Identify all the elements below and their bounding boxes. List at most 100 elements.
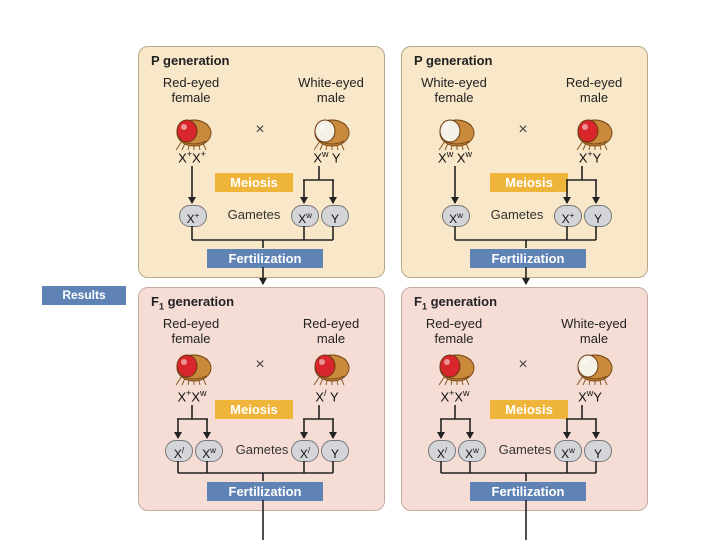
genotype-letter: Y: [328, 150, 341, 166]
label-line: male: [316, 90, 346, 105]
allele-superscript: +: [186, 149, 192, 159]
gamete-chromosome: X: [436, 447, 445, 461]
fertilization-label: Fertilization: [470, 482, 586, 501]
gamete-chromosome: X: [449, 212, 458, 226]
gamete-chromosome: X: [561, 447, 570, 461]
gamete-chromosome: X: [465, 447, 474, 461]
genotype-letter: X: [578, 389, 587, 405]
genotype-left: X+Xw: [425, 388, 485, 404]
panel-title: P generation: [414, 53, 493, 68]
fly-red-eyed: [168, 111, 214, 151]
arrowhead: [451, 197, 459, 204]
genotype-letter: X: [578, 150, 588, 166]
genotype-letter: X: [438, 150, 447, 166]
gamete-allele: /: [181, 446, 185, 455]
label-line: male: [579, 331, 609, 346]
arrowhead: [466, 432, 474, 439]
gamete-allele: +: [569, 211, 575, 220]
fly-red-eyed: [569, 111, 615, 151]
genotype-letter: X: [453, 150, 466, 166]
allele-superscript: w: [322, 149, 329, 159]
gamete-right: Xw: [554, 440, 582, 462]
title-subscript: 1: [421, 301, 427, 312]
fly-red-eyed: [431, 346, 477, 386]
genotype-left: X+Xw: [162, 388, 222, 404]
gamete-chromosome: Y: [593, 447, 602, 461]
genotype-letter: X: [192, 150, 201, 166]
genotype-letter: X: [178, 150, 187, 166]
title-text: F: [151, 294, 159, 309]
title-rest: generation: [163, 294, 235, 309]
label-line: Red-eyed: [565, 75, 623, 90]
gamete-right: X/: [291, 440, 319, 462]
allele-superscript: +: [587, 149, 593, 159]
gamete-allele: w: [210, 446, 216, 455]
cross-symbol: ×: [518, 121, 528, 138]
arrowhead: [203, 432, 211, 439]
label-line: male: [316, 331, 346, 346]
label-line: male: [579, 90, 609, 105]
label-line: Red-eyed: [162, 75, 220, 90]
gamete-right: Y: [321, 205, 349, 227]
genotype-right: XwY: [560, 388, 620, 404]
genotype-left: Xw Xw: [425, 149, 485, 165]
genotype-letter: X: [315, 389, 325, 405]
label-line: White-eyed: [561, 316, 627, 331]
gamete-chromosome: Y: [330, 447, 339, 461]
gamete-chromosome: X: [186, 212, 195, 226]
arrowhead: [174, 432, 182, 439]
allele-superscript: +: [200, 149, 206, 159]
gamete-right: X+: [554, 205, 582, 227]
gamete-right: Y: [584, 440, 612, 462]
gamete-right: Y: [321, 440, 349, 462]
genotype-letter: Y: [326, 389, 339, 405]
cross-symbol: ×: [255, 121, 265, 138]
gamete-chromosome: Y: [330, 212, 339, 226]
allele-superscript: w: [446, 149, 454, 159]
label-line: female: [434, 90, 474, 105]
gamete-left: X/: [165, 440, 193, 462]
label-line: female: [171, 331, 211, 346]
gamete-chromosome: X: [173, 447, 182, 461]
arrowhead: [437, 432, 445, 439]
results-label: Results: [42, 286, 126, 305]
gamete-right: Y: [584, 205, 612, 227]
gamete-left: Xw: [442, 205, 470, 227]
fly-white-eyed: [306, 111, 352, 151]
panel-title: P generation: [151, 53, 230, 68]
arrowhead: [522, 278, 530, 285]
meiosis-label: Meiosis: [490, 173, 568, 192]
fly-red-eyed: [168, 346, 214, 386]
meiosis-label: Meiosis: [215, 173, 293, 192]
arrowhead: [563, 197, 571, 204]
gamete-allele: w: [306, 211, 312, 220]
fertilization-label: Fertilization: [207, 482, 323, 501]
gametes-label: Gametes: [498, 442, 552, 457]
gamete-allele: /: [444, 446, 448, 455]
gamete-left: Xw: [195, 440, 223, 462]
genotype-right: Xw Y: [297, 149, 357, 165]
panel-title: F1 generation: [414, 294, 497, 312]
genotype-letter: X: [454, 389, 464, 405]
genotype-left: X+X+: [162, 149, 222, 165]
genotype-letter: X: [313, 150, 323, 166]
label-line: White-eyed: [421, 75, 487, 90]
allele-superscript: /: [324, 388, 327, 398]
gamete-right: Xw: [291, 205, 319, 227]
title-text: F: [414, 294, 422, 309]
label-line: Red-eyed: [425, 316, 483, 331]
meiosis-label: Meiosis: [215, 400, 293, 419]
arrowhead: [329, 432, 337, 439]
allele-superscript: w: [465, 149, 472, 159]
label-line: White-eyed: [298, 75, 364, 90]
gametes-label: Gametes: [490, 207, 544, 222]
gamete-left: X/: [428, 440, 456, 462]
